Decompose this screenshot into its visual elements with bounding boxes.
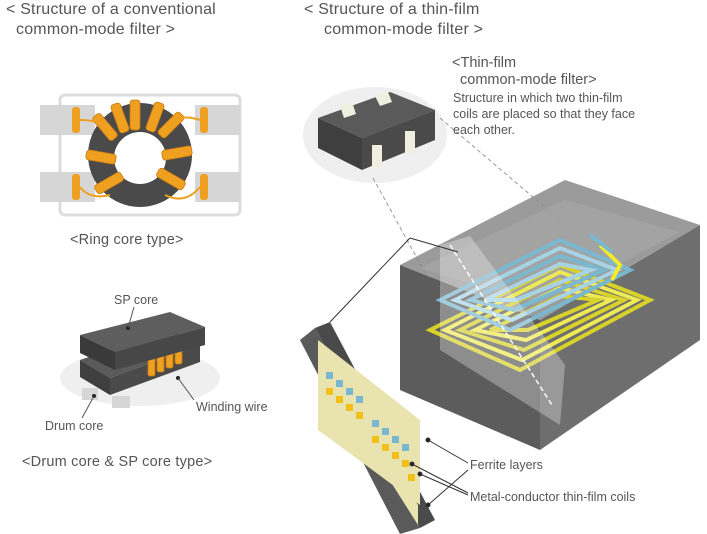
left-heading: < Structure of a conventional common-mod…	[6, 0, 216, 40]
right-heading-line1: < Structure of a thin-film	[304, 1, 480, 18]
metal-conductor-label: Metal-conductor thin-film coils	[470, 490, 636, 504]
thinfilm-title: <Thin-film common-mode filter>	[452, 55, 597, 89]
ring-solder-1	[72, 107, 80, 133]
ring-solder-4	[200, 174, 208, 200]
thinfilm-title-line2: common-mode filter>	[460, 72, 597, 88]
thinfilm-chip-illustration	[303, 87, 561, 301]
drum-core-label: Drum core	[45, 419, 104, 433]
toroid-leads	[79, 116, 201, 200]
toroid-hole	[114, 132, 166, 184]
slab-conductor-dots	[326, 372, 415, 481]
left-heading-line2: common-mode filter >	[16, 21, 176, 38]
thinfilm-desc-line2: coils are placed so that they face	[453, 107, 636, 121]
drum-terminal-1	[82, 388, 98, 400]
chip-terminals	[340, 92, 415, 167]
right-heading-line2: common-mode filter >	[324, 21, 484, 38]
cross-section-slab	[300, 237, 459, 534]
thinfilm-description: Structure in which two thin-film coils a…	[453, 90, 635, 138]
drum-terminal-2	[112, 396, 130, 408]
sp-core-label: SP core	[114, 293, 159, 307]
thinfilm-desc-line3: each other.	[453, 123, 515, 137]
ring-terminal-bl	[40, 172, 95, 202]
thinfilm-desc-line1: Structure in which two thin-film	[453, 91, 623, 105]
ring-core-illustration	[40, 93, 242, 217]
thinfilm-cutaway-block	[400, 180, 700, 450]
winding-wire-label: Winding wire	[196, 400, 268, 414]
label-leader-lines	[409, 437, 469, 508]
ring-solder-2	[72, 174, 80, 200]
right-heading: < Structure of a thin-film common-mode f…	[304, 0, 483, 40]
toroid-windings	[85, 99, 193, 195]
ring-solder-3	[200, 107, 208, 133]
ring-core-caption: <Ring core type>	[70, 232, 184, 248]
left-heading-line1: < Structure of a conventional	[6, 1, 216, 18]
drum-core-illustration	[60, 306, 220, 419]
drum-sp-caption: <Drum core & SP core type>	[22, 454, 213, 470]
thinfilm-title-line1: <Thin-film	[452, 55, 517, 71]
ferrite-layers-label: Ferrite layers	[470, 458, 543, 472]
